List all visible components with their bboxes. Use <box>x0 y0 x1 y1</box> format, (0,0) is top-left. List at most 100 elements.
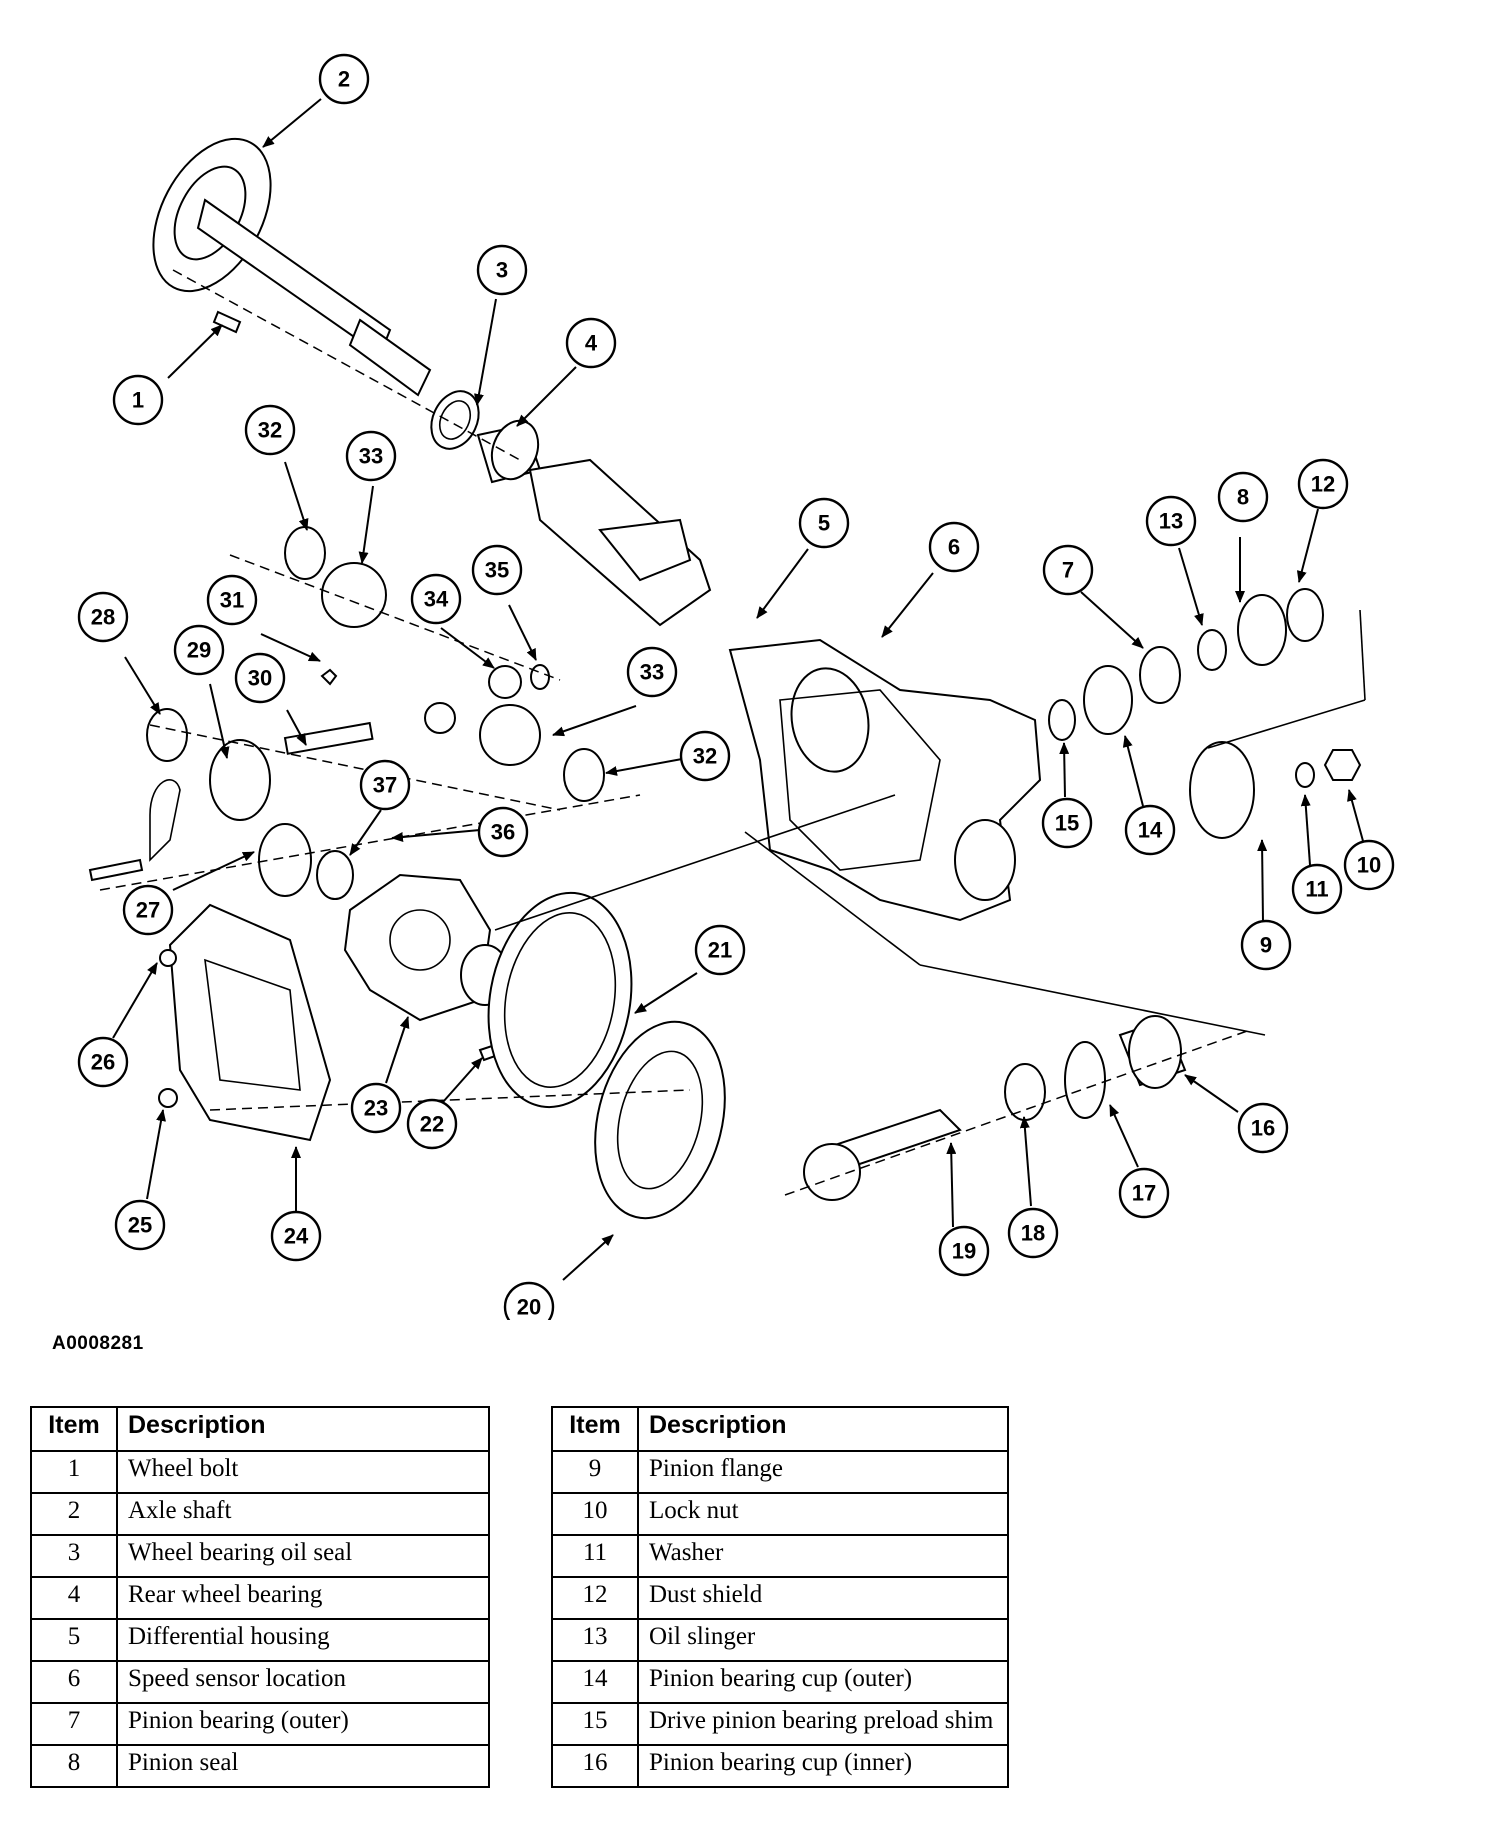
callout-9: 9 <box>1240 919 1292 971</box>
svg-text:18: 18 <box>1021 1221 1045 1246</box>
wheel-bearing-part <box>476 419 542 484</box>
callout-31: 31 <box>206 574 258 626</box>
callout-11: 11 <box>1291 863 1343 915</box>
oil-seal-part <box>430 390 480 450</box>
item-number: 13 <box>551 1618 639 1662</box>
ring-gear-part <box>487 891 726 1220</box>
callout-2: 2 <box>318 53 370 105</box>
callout-32a: 32 <box>244 404 296 456</box>
item-description: Wheel bolt <box>116 1450 490 1494</box>
svg-text:37: 37 <box>373 773 397 798</box>
svg-text:15: 15 <box>1055 811 1079 836</box>
axle-shaft-part <box>152 137 432 397</box>
svg-text:34: 34 <box>424 587 449 612</box>
differential-gears-part <box>88 526 605 900</box>
item-description: Rear wheel bearing <box>116 1576 490 1620</box>
callout-33a: 33 <box>345 430 397 482</box>
column-header-description: Description <box>116 1406 490 1452</box>
item-number: 1 <box>30 1450 118 1494</box>
item-number: 7 <box>30 1702 118 1746</box>
svg-text:27: 27 <box>136 898 160 923</box>
item-number: 9 <box>551 1450 639 1494</box>
drive-pinion-part <box>803 1015 1187 1201</box>
callout-18: 18 <box>1007 1207 1059 1259</box>
item-number: 3 <box>30 1534 118 1578</box>
cover-part <box>158 903 332 1142</box>
pinion-parts-right <box>1048 588 1362 839</box>
item-number: 4 <box>30 1576 118 1620</box>
callout-10: 10 <box>1343 839 1395 891</box>
callout-24: 24 <box>270 1210 322 1262</box>
column-header-description: Description <box>637 1406 1009 1452</box>
figure-id: A0008281 <box>52 1333 144 1354</box>
axle-tube-part <box>528 458 712 627</box>
callout-33b: 33 <box>626 646 678 698</box>
item-number: 6 <box>30 1660 118 1704</box>
svg-text:7: 7 <box>1062 558 1074 583</box>
differential-case-part <box>343 873 510 1062</box>
callout-6: 6 <box>928 521 980 573</box>
svg-text:1: 1 <box>132 388 144 413</box>
item-number: 14 <box>551 1660 639 1704</box>
table-header-row: Item Description <box>30 1406 490 1452</box>
svg-text:33: 33 <box>640 660 664 685</box>
callout-19: 19 <box>938 1225 990 1277</box>
callout-32b: 32 <box>679 730 731 782</box>
item-number: 10 <box>551 1492 639 1536</box>
leader-arrows <box>112 98 1364 1281</box>
callout-37: 37 <box>359 759 411 811</box>
svg-text:26: 26 <box>91 1050 115 1075</box>
item-description: Pinion bearing cup (outer) <box>637 1660 1009 1704</box>
item-description: Axle shaft <box>116 1492 490 1536</box>
item-number: 16 <box>551 1744 639 1788</box>
callout-20: 20 <box>503 1281 555 1320</box>
item-description: Differential housing <box>116 1618 490 1662</box>
svg-text:3: 3 <box>496 258 508 283</box>
svg-text:8: 8 <box>1237 485 1249 510</box>
svg-text:5: 5 <box>818 511 830 536</box>
svg-text:25: 25 <box>128 1213 152 1238</box>
callout-3: 3 <box>476 244 528 296</box>
item-number: 2 <box>30 1492 118 1536</box>
callout-5: 5 <box>798 497 850 549</box>
callout-34: 34 <box>410 573 462 625</box>
item-description: Pinion seal <box>116 1744 490 1788</box>
item-description: Speed sensor location <box>116 1660 490 1704</box>
svg-text:19: 19 <box>952 1239 976 1264</box>
item-number: 5 <box>30 1618 118 1662</box>
differential-housing-part <box>728 638 1042 922</box>
callout-4: 4 <box>565 317 617 369</box>
callout-7: 7 <box>1042 544 1094 596</box>
callout-8: 8 <box>1217 471 1269 523</box>
item-description: Dust shield <box>637 1576 1009 1620</box>
item-description: Pinion bearing cup (inner) <box>637 1744 1009 1788</box>
item-description: Washer <box>637 1534 1009 1578</box>
item-description: Drive pinion bearing preload shim <box>637 1702 1009 1746</box>
svg-text:35: 35 <box>485 558 509 583</box>
svg-text:10: 10 <box>1357 853 1381 878</box>
svg-text:12: 12 <box>1311 472 1335 497</box>
svg-text:11: 11 <box>1305 877 1328 902</box>
callout-30: 30 <box>234 652 286 704</box>
callout-21: 21 <box>694 924 746 976</box>
item-number: 15 <box>551 1702 639 1746</box>
table-header-row: Item Description <box>551 1406 1009 1452</box>
callout-22: 22 <box>406 1098 458 1150</box>
callout-26: 26 <box>77 1036 129 1088</box>
svg-text:24: 24 <box>284 1224 309 1249</box>
callout-14: 14 <box>1124 804 1176 856</box>
item-description: Pinion flange <box>637 1450 1009 1494</box>
callout-35: 35 <box>471 544 523 596</box>
